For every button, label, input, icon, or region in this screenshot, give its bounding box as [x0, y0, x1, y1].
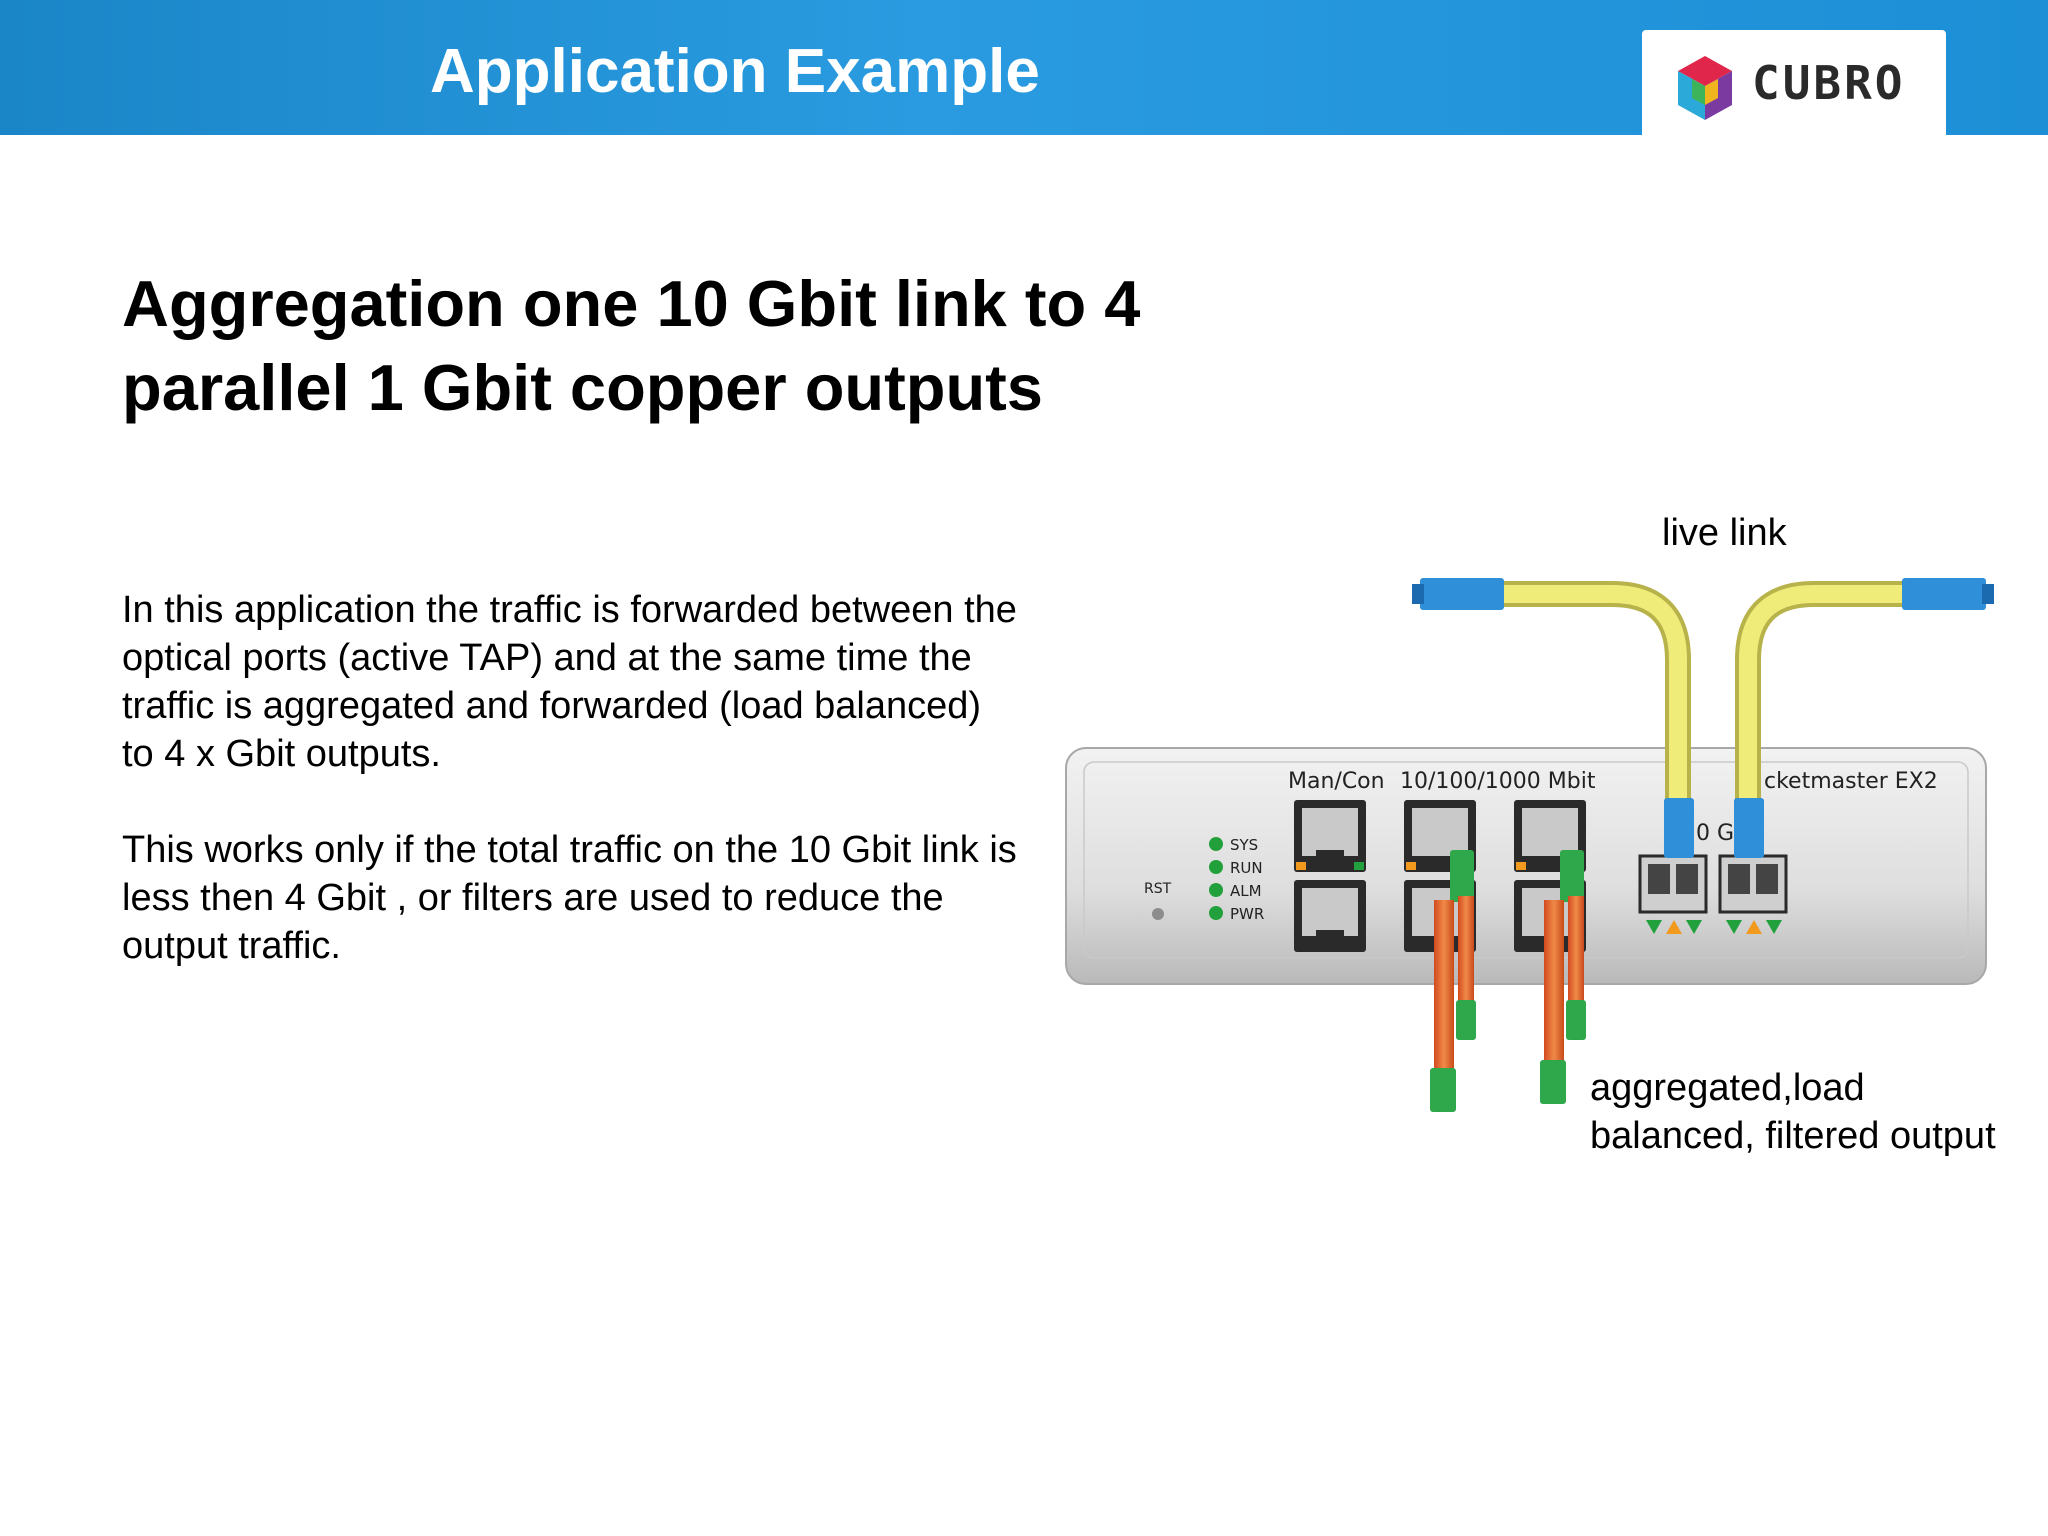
copper-cable-right: [1540, 850, 1586, 1104]
copper-ports-label: 10/100/1000 Mbit: [1400, 769, 1596, 794]
run-led: [1209, 860, 1223, 874]
live-link-label: live link: [1662, 512, 1787, 554]
led-label-sys: SYS: [1230, 836, 1258, 854]
led-label-alm: ALM: [1230, 882, 1262, 900]
fiber-cable-right: [1734, 578, 1994, 858]
mancon-port-top: [1294, 800, 1366, 872]
mancon-port-bottom: [1294, 880, 1366, 952]
sys-led: [1209, 837, 1223, 851]
header-bar: Application Example CUBRO: [0, 0, 2048, 135]
header-title: Application Example: [430, 37, 1040, 106]
alm-led: [1209, 883, 1223, 897]
fiber-cable-left: [1412, 578, 1694, 858]
reset-label: RST: [1144, 881, 1172, 897]
output-label: aggregated,load balanced, filtered outpu…: [1590, 1067, 1996, 1157]
network-tap-diagram: Man/Con 10/100/1000 Mbit cketmaster EX2 …: [1065, 578, 1994, 1112]
fiber-port-1: [1638, 854, 1708, 934]
condition-paragraph: This works only if the total traffic on …: [122, 829, 1017, 967]
cube-logo-icon: [1678, 56, 1732, 120]
led-label-pwr: PWR: [1230, 905, 1264, 923]
description-paragraph: In this application the traffic is forwa…: [122, 589, 1017, 775]
pwr-led: [1209, 906, 1223, 920]
copper-port-2: [1514, 800, 1586, 872]
copper-cable-left: [1430, 850, 1476, 1112]
reset-button: [1152, 908, 1164, 920]
mancon-label: Man/Con: [1288, 769, 1385, 794]
led-label-run: RUN: [1230, 859, 1263, 877]
slide-title: Aggregation one 10 Gbit link to 4 parall…: [122, 267, 1141, 424]
logo-wordmark: CUBRO: [1752, 56, 1906, 110]
brand-logo: CUBRO: [1642, 30, 1946, 135]
fiber-port-2: [1718, 854, 1788, 934]
model-label: cketmaster EX2: [1764, 769, 1938, 794]
